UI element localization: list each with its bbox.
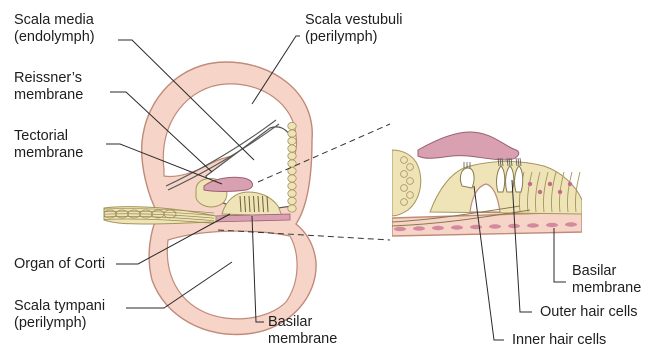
limbus-cell xyxy=(407,178,414,185)
basilar-cell xyxy=(527,223,539,227)
ligament-cell xyxy=(288,137,296,144)
label-organ-of-corti: Organ of Corti xyxy=(14,256,105,273)
label-outer-hair-cells: Outer hair cells xyxy=(540,304,638,321)
ligament-cell xyxy=(288,190,296,197)
label-scala-vestibuli: Scala vestubuli (perilymph) xyxy=(305,12,403,46)
basilar-cell xyxy=(413,226,425,230)
limbus-cell xyxy=(401,185,408,192)
organ-of-corti-detail xyxy=(392,132,582,236)
ligament-cell xyxy=(288,197,296,204)
limbus-cell xyxy=(407,164,414,171)
basilar-cell xyxy=(451,225,463,229)
label-basilar-membrane-left: Basilar membrane xyxy=(268,314,337,348)
label-scala-tympani: Scala tympani (perilymph) xyxy=(14,298,105,332)
limbus-cell xyxy=(401,199,408,206)
cell-nucleus xyxy=(548,182,552,186)
basilar-cell xyxy=(489,224,501,228)
cell-nucleus xyxy=(528,182,532,186)
tectorial-membrane-detail xyxy=(418,132,519,160)
label-tectorial-membrane: Tectorial membrane xyxy=(14,128,83,162)
label-reissners-membrane: Reissner’s membrane xyxy=(14,70,83,104)
ligament-cell xyxy=(288,152,296,159)
basilar-cell xyxy=(508,224,520,228)
ligament-cell xyxy=(288,145,296,152)
basilar-cell xyxy=(432,226,444,230)
basilar-cell xyxy=(546,223,558,227)
basilar-cell xyxy=(470,225,482,229)
ligament-cell xyxy=(288,122,296,129)
inner-hair-cell xyxy=(460,168,474,188)
ligament-cell xyxy=(288,175,296,182)
basilar-cell xyxy=(394,227,406,231)
cell-nucleus xyxy=(558,190,562,194)
label-scala-media: Scala media (endolymph) xyxy=(14,12,95,46)
limbus-cell xyxy=(401,171,408,178)
basilar-cell xyxy=(565,222,577,226)
cell-nucleus xyxy=(568,182,572,186)
cell-nucleus xyxy=(538,190,542,194)
label-basilar-membrane-right: Basilar membrane xyxy=(572,263,641,297)
label-inner-hair-cells: Inner hair cells xyxy=(512,332,606,349)
limbus-cell xyxy=(407,192,414,199)
limbus-cell xyxy=(401,157,408,164)
ligament-cell xyxy=(288,130,296,137)
ligament-cell xyxy=(288,182,296,189)
leader-basilar-right xyxy=(554,228,566,282)
cochlea-cross-section xyxy=(104,62,316,335)
ligament-cell xyxy=(288,205,296,212)
